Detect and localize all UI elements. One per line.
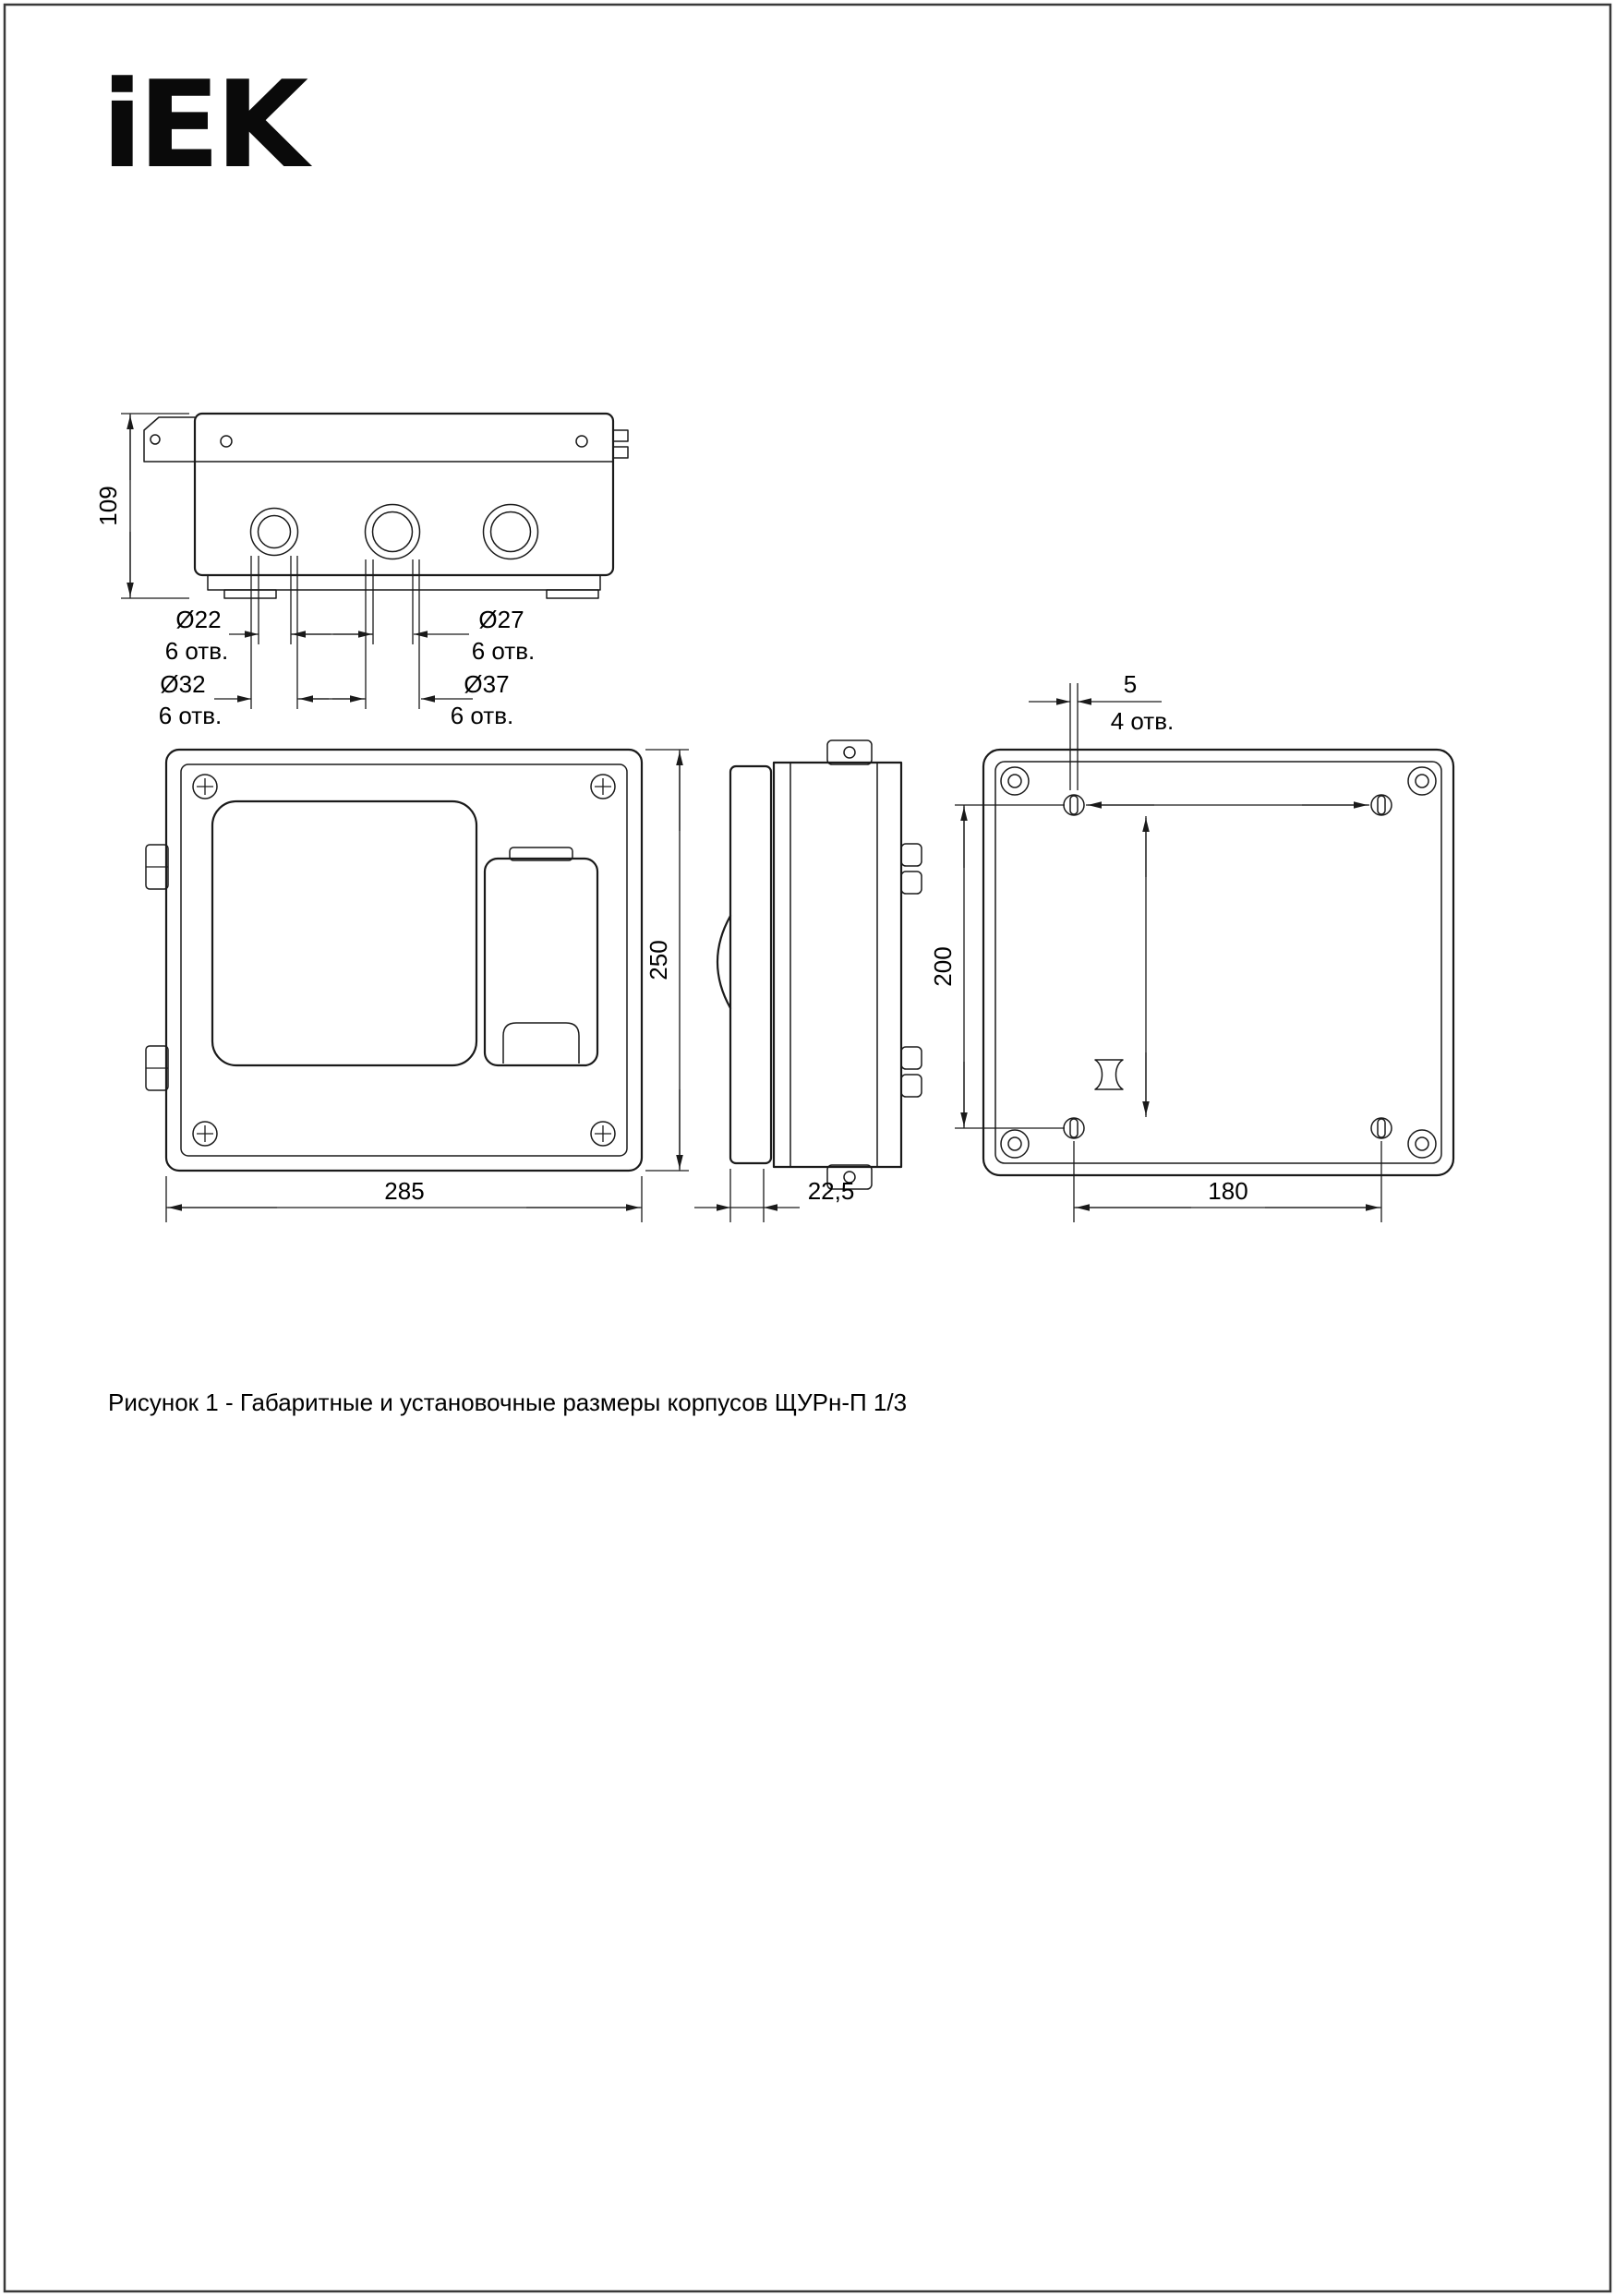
cable-gland-2 [364, 503, 421, 560]
meter-window [483, 847, 599, 1067]
knockout-bowtie [1094, 1059, 1124, 1090]
cable-gland-1 [249, 507, 299, 557]
dim-250: 250 [645, 749, 689, 1172]
dim-22-5-label: 22,5 [808, 1177, 855, 1205]
dim-22-5: 22,5 [694, 1169, 854, 1222]
dim-180: 180 [1073, 1141, 1382, 1222]
dim-285-label: 285 [384, 1177, 424, 1205]
dim-d22-label: Ø22 [175, 606, 221, 633]
dim-109: 109 [94, 413, 189, 599]
dim-d27-label: Ø27 [478, 606, 524, 633]
dim-d37-count: 6 отв. [451, 702, 514, 729]
dim-109-label: 109 [94, 486, 122, 525]
hinges [900, 843, 922, 1098]
dim-180-label: 180 [1208, 1177, 1247, 1205]
dim-d22-count: 6 отв. [165, 637, 229, 665]
dim-200-label: 200 [929, 946, 957, 986]
dim-200: 200 [929, 804, 1065, 1129]
front-view [145, 748, 644, 1172]
dim-5-count: 4 отв. [1111, 707, 1175, 735]
iek-logo: iEK [102, 54, 312, 195]
dim-gland-row2: Ø32 6 отв. Ø37 6 отв. [159, 556, 514, 729]
dim-d32-count: 6 отв. [159, 702, 223, 729]
dim-d27-count: 6 отв. [472, 637, 536, 665]
door-window [211, 799, 478, 1067]
dim-d37-label: Ø37 [464, 670, 509, 698]
front-corner-screws [192, 774, 616, 1147]
hole-pattern-lines [1086, 801, 1369, 1117]
cable-gland-3 [482, 503, 539, 560]
figure-caption: Рисунок 1 - Габаритные и установочные ра… [108, 1388, 907, 1416]
side-view [717, 739, 922, 1190]
dim-250-label: 250 [645, 940, 672, 980]
dim-5-label: 5 [1124, 670, 1137, 698]
dim-d32-label: Ø32 [160, 670, 205, 698]
mounting-holes [1063, 794, 1392, 1139]
page-border [3, 3, 1612, 2293]
top-view [143, 412, 629, 599]
door-latch-profile [717, 914, 732, 1010]
back-corner-screws [1000, 766, 1437, 1159]
back-view [982, 748, 1455, 1177]
dim-5: 5 4 отв. [1029, 670, 1174, 790]
dim-285: 285 [165, 1176, 643, 1222]
dim-gland-row1: Ø22 6 отв. Ø27 6 отв. [165, 556, 536, 665]
